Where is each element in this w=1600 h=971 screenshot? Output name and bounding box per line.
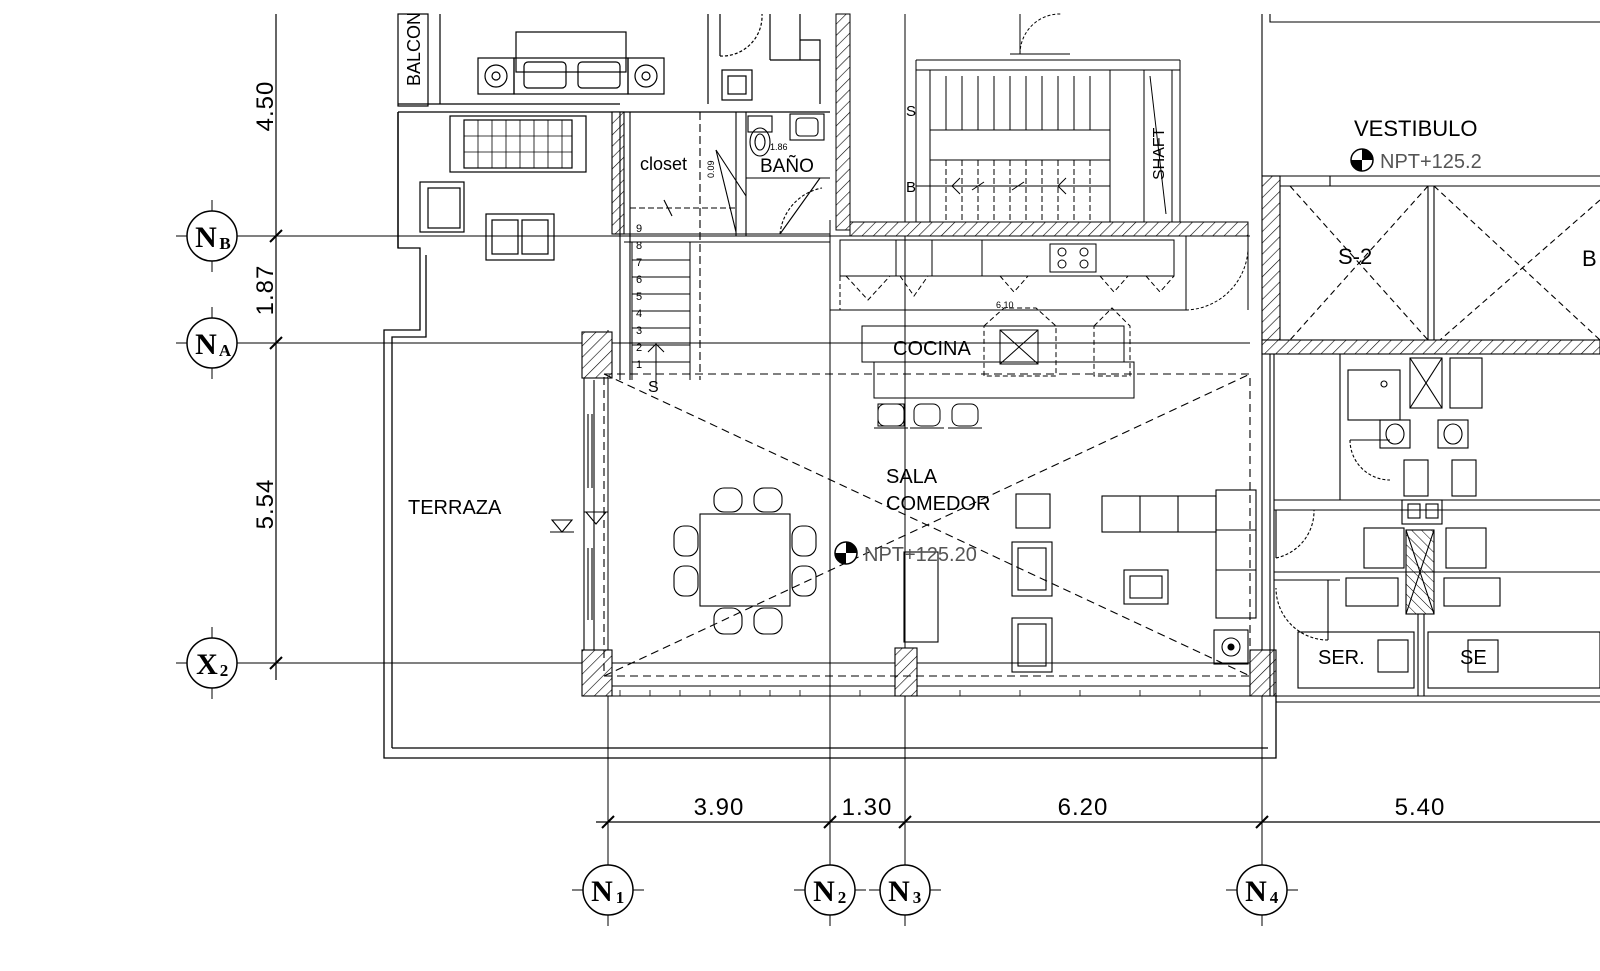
closet-bath-block — [611, 111, 830, 380]
vertical-dimension-line — [269, 14, 283, 680]
stair-up-label: S — [648, 379, 659, 396]
step-8: 8 — [636, 240, 642, 252]
svg-text:2: 2 — [838, 888, 847, 907]
step-5: 5 — [636, 291, 642, 303]
horizontal-dimension-line — [596, 815, 1600, 829]
dim-1-87: 1.87 — [252, 265, 279, 316]
s2-label: S-2 — [1338, 244, 1372, 269]
svg-text:N: N — [1245, 875, 1267, 908]
svg-text:X: X — [196, 648, 218, 681]
grid-bubble-n1: N 1 — [572, 854, 644, 926]
grid-bubble-nb: N B — [176, 200, 248, 272]
grid-bubble-na: N A — [176, 307, 248, 379]
balcony-label: BALCON — [404, 12, 424, 86]
level-marker-icon — [834, 541, 858, 565]
dim-6-20: 6.20 — [1058, 794, 1109, 821]
step-4: 4 — [636, 308, 642, 320]
closet-label: closet — [640, 154, 687, 174]
svg-text:A: A — [219, 341, 232, 360]
comedor-label: COMEDOR — [886, 493, 990, 515]
step-7: 7 — [636, 257, 642, 269]
shaft-label: SHAFT — [1151, 127, 1168, 180]
svg-text:4: 4 — [1270, 888, 1279, 907]
svg-text:N: N — [591, 875, 613, 908]
terrace-outline — [383, 112, 1277, 759]
svg-text:N: N — [813, 875, 835, 908]
right-block — [1261, 14, 1600, 696]
kitchen — [829, 235, 1249, 429]
grid-bubble-n3: N 3 — [869, 854, 941, 926]
level-main-label: NPT+125.20 — [864, 544, 977, 566]
svg-text:1: 1 — [616, 888, 625, 907]
cocina-label: COCINA — [893, 338, 971, 360]
step-9: 9 — [636, 223, 642, 235]
bedroom-block — [397, 13, 830, 261]
grid-bubble-n4: N 4 — [1226, 854, 1298, 926]
vestibulo-label: VESTIBULO — [1354, 116, 1477, 141]
dim-5-40: 5.40 — [1395, 794, 1446, 821]
svg-text:3: 3 — [913, 888, 922, 907]
ser-1-label: SER. — [1318, 647, 1365, 669]
interior-stair — [631, 242, 691, 386]
stairwell-up-label: S — [906, 103, 916, 120]
step-2: 2 — [636, 342, 642, 354]
bano-label: BAÑO — [760, 155, 814, 177]
dim-3-90: 3.90 — [694, 794, 745, 821]
svg-text:2: 2 — [220, 661, 229, 680]
step-1: 1 — [636, 359, 642, 371]
svg-text:N: N — [195, 328, 217, 361]
level-vestibulo-label: NPT+125.2 — [1380, 151, 1482, 173]
terraza-label: TERRAZA — [408, 497, 502, 519]
right-wall-edge — [1276, 695, 1600, 703]
step-6: 6 — [636, 274, 642, 286]
counter-dim-label: 6.10 — [996, 300, 1014, 310]
living-dining — [550, 330, 1277, 697]
svg-text:B: B — [219, 234, 230, 253]
dim-4-50: 4.50 — [252, 81, 279, 132]
dim-5-54: 5.54 — [252, 479, 279, 530]
bano-dim-label: 1.86 — [770, 142, 788, 152]
s2-partial-label: B — [1582, 246, 1597, 271]
grid-bubble-n2: N 2 — [794, 854, 866, 926]
svg-text:N: N — [888, 875, 910, 908]
step-3: 3 — [636, 325, 642, 337]
grid-lines — [236, 14, 1263, 868]
stair-step-numbers: 9 8 7 6 5 4 3 2 1 — [636, 223, 642, 371]
svg-text:N: N — [195, 221, 217, 254]
level-marker-vestibulo-icon — [1350, 148, 1374, 172]
grid-bubble-x2: X 2 — [176, 627, 248, 699]
stairwell-down-label: B — [906, 179, 916, 196]
ser-2-label: SE — [1460, 647, 1487, 669]
sala-label: SALA — [886, 466, 938, 488]
closet-dim-label: 0.09 — [706, 160, 716, 178]
stairwell — [835, 13, 1249, 237]
dim-1-30: 1.30 — [842, 794, 893, 821]
